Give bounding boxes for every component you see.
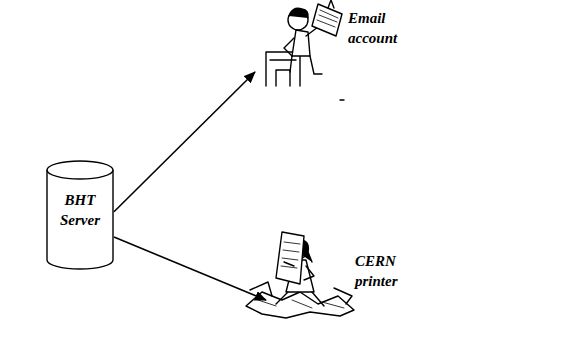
cylinder-body bbox=[47, 170, 113, 269]
node-label: Email account bbox=[348, 8, 412, 48]
database-cylinder: BHT Server bbox=[46, 160, 114, 270]
person-at-desk-figure bbox=[266, 0, 344, 100]
printer-node: CERN printer bbox=[266, 215, 411, 320]
arrow-connector bbox=[114, 237, 266, 300]
person-with-printout-figure bbox=[246, 232, 354, 318]
node-label: CERN printer bbox=[355, 251, 413, 291]
email-account-node: Email account bbox=[255, 0, 410, 100]
arrow-connector bbox=[114, 72, 255, 212]
node-label: BHT Server bbox=[50, 190, 110, 230]
cylinder-top bbox=[47, 161, 113, 179]
